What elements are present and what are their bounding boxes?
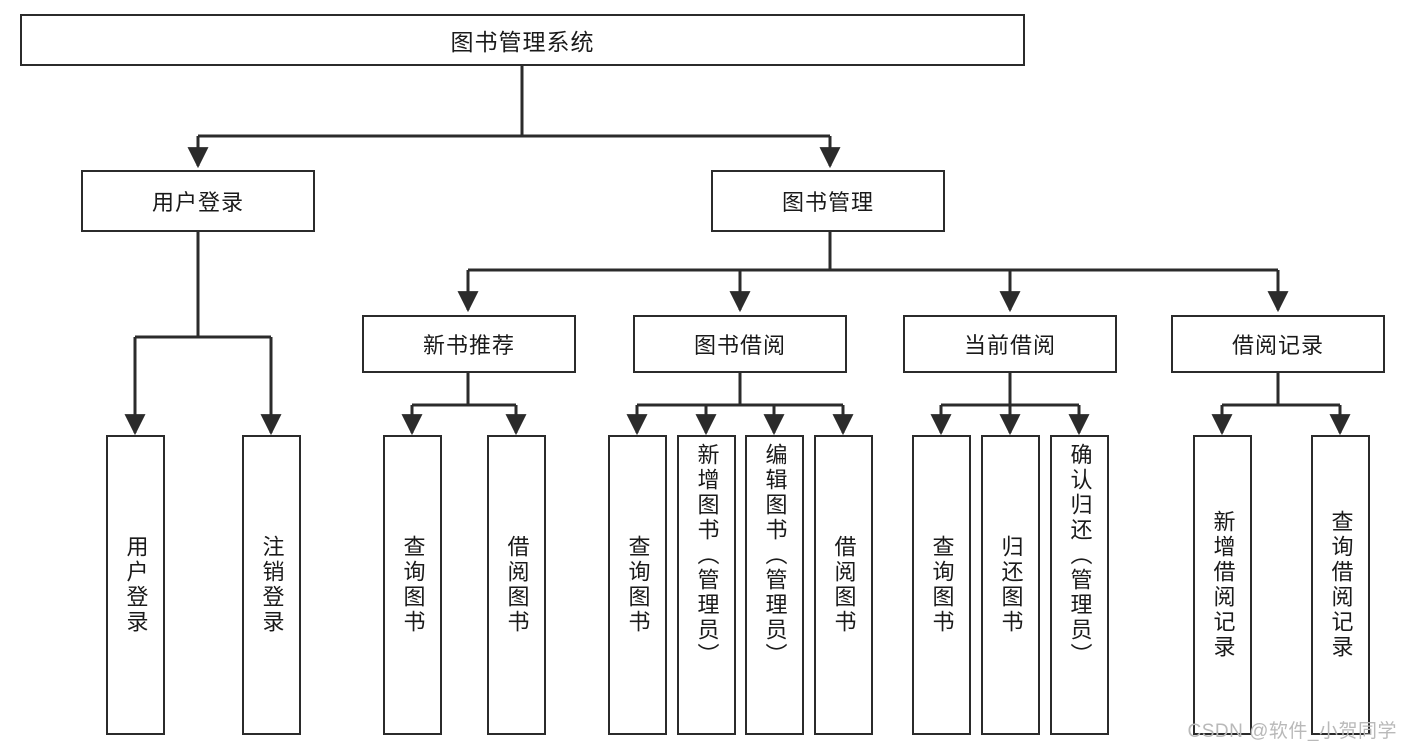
node-borrow-record-label: 借阅记录 xyxy=(1231,333,1324,358)
leaf-return-book[interactable]: 归还图书 xyxy=(981,435,1040,735)
node-user-login[interactable]: 用户登录 xyxy=(81,170,315,232)
leaf-logout[interactable]: 注销登录 xyxy=(242,435,301,735)
leaf-return-book-label: 归还图书 xyxy=(998,535,1024,635)
leaf-query-book-current-label: 查询图书 xyxy=(929,535,955,635)
leaf-add-borrow-record[interactable]: 新增借阅记录 xyxy=(1193,435,1252,735)
leaf-user-login-label: 用户登录 xyxy=(123,535,149,635)
leaf-query-book-borrow-label: 查询图书 xyxy=(625,535,651,635)
leaf-confirm-return-admin[interactable]: 确认归还（管理员） xyxy=(1050,435,1109,735)
leaf-query-book-recommend[interactable]: 查询图书 xyxy=(383,435,442,735)
leaf-add-borrow-record-label: 新增借阅记录 xyxy=(1210,510,1236,660)
node-book-manage[interactable]: 图书管理 xyxy=(711,170,945,232)
leaf-add-book-admin[interactable]: 新增图书（管理员） xyxy=(677,435,736,735)
node-book-manage-label: 图书管理 xyxy=(781,190,874,215)
leaf-edit-book-admin-label: 编辑图书（管理员） xyxy=(762,443,788,668)
leaf-query-borrow-record-label: 查询借阅记录 xyxy=(1328,510,1354,660)
leaf-add-book-admin-label: 新增图书（管理员） xyxy=(694,443,720,668)
leaf-user-login[interactable]: 用户登录 xyxy=(106,435,165,735)
leaf-borrow-book[interactable]: 借阅图书 xyxy=(814,435,873,735)
leaf-logout-label: 注销登录 xyxy=(259,535,285,635)
node-user-login-label: 用户登录 xyxy=(151,190,244,215)
leaf-borrow-book-recommend[interactable]: 借阅图书 xyxy=(487,435,546,735)
node-new-book-recommend[interactable]: 新书推荐 xyxy=(362,315,576,373)
node-root-label: 图书管理系统 xyxy=(450,29,595,55)
leaf-query-book-borrow[interactable]: 查询图书 xyxy=(608,435,667,735)
leaf-borrow-book-label: 借阅图书 xyxy=(831,535,857,635)
leaf-borrow-book-recommend-label: 借阅图书 xyxy=(504,535,530,635)
leaf-query-book-current[interactable]: 查询图书 xyxy=(912,435,971,735)
node-current-borrow-label: 当前借阅 xyxy=(963,333,1056,358)
node-current-borrow[interactable]: 当前借阅 xyxy=(903,315,1117,373)
leaf-edit-book-admin[interactable]: 编辑图书（管理员） xyxy=(745,435,804,735)
node-book-borrow-label: 图书借阅 xyxy=(693,333,786,358)
leaf-confirm-return-admin-label: 确认归还（管理员） xyxy=(1067,443,1093,668)
node-root[interactable]: 图书管理系统 xyxy=(20,14,1025,66)
leaf-query-book-recommend-label: 查询图书 xyxy=(400,535,426,635)
node-borrow-record[interactable]: 借阅记录 xyxy=(1171,315,1385,373)
leaf-query-borrow-record[interactable]: 查询借阅记录 xyxy=(1311,435,1370,735)
node-book-borrow[interactable]: 图书借阅 xyxy=(633,315,847,373)
node-new-book-recommend-label: 新书推荐 xyxy=(422,333,515,358)
